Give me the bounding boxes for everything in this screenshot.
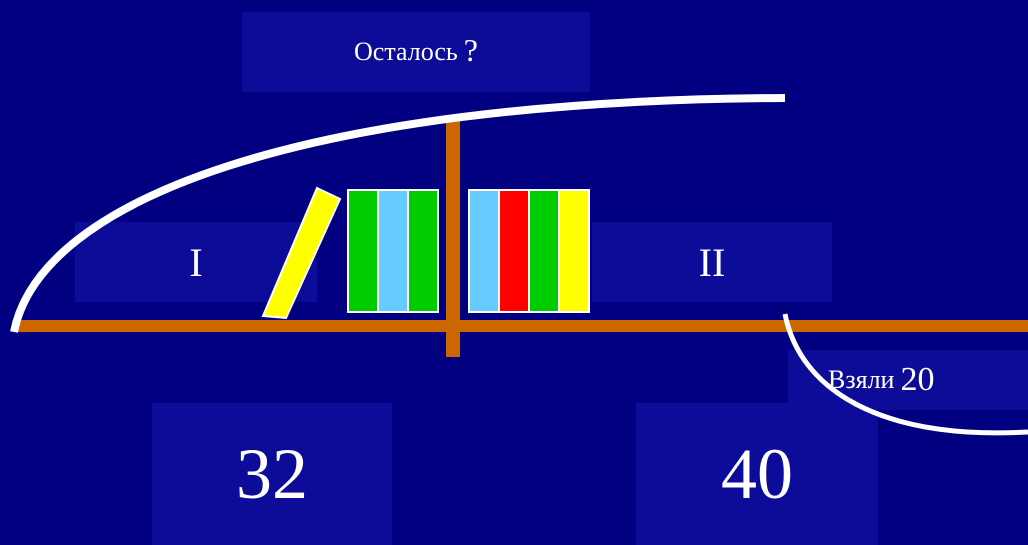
- shelf-two-books: [469, 190, 589, 312]
- book: [529, 190, 559, 312]
- shelf-divider: [446, 115, 460, 357]
- book: [469, 190, 499, 312]
- shelf-board: [18, 320, 1028, 332]
- book: [378, 190, 408, 312]
- book: [348, 190, 378, 312]
- leaning-book: [263, 188, 340, 318]
- book: [559, 190, 589, 312]
- book: [499, 190, 529, 312]
- book: [408, 190, 438, 312]
- shelf-one-books: [348, 190, 438, 312]
